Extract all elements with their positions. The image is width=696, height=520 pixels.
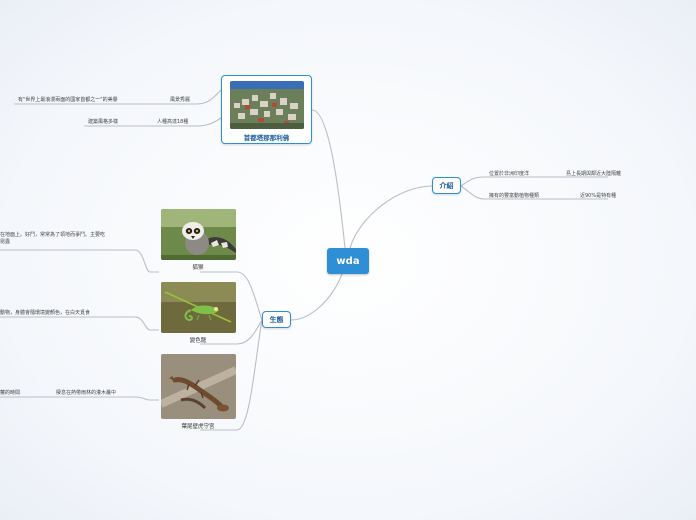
lemur-photo	[160, 209, 236, 260]
capital-city-photo	[229, 81, 304, 129]
central-topic-label: wda	[336, 255, 360, 267]
topic-capital-label: 首都塔那那利佛	[243, 134, 290, 142]
intro-item-location[interactable]: 位置於非洲印度洋	[489, 171, 530, 177]
lemur-caption: 狐猴	[192, 265, 204, 271]
gecko-photo	[160, 354, 236, 419]
topic-ecology-label: 生態	[269, 315, 284, 324]
topic-ecology[interactable]: 生態	[262, 311, 291, 328]
central-topic[interactable]: wda	[327, 248, 369, 274]
capital-item-romantic[interactable]: 有"世界上最浪漫兩面的國家首都之一"的美譽	[18, 97, 118, 103]
gecko-description[interactable]: 蘿的時間	[0, 390, 21, 396]
animal-chameleon[interactable]: 變色龍	[159, 282, 237, 344]
chameleon-caption: 變色龍	[189, 338, 207, 344]
gecko-caption: 葉尾壁虎守宮	[181, 424, 215, 430]
topic-intro[interactable]: 介紹	[432, 177, 461, 194]
capital-item-scenery[interactable]: 風景秀麗	[170, 97, 191, 103]
capital-item-architecture[interactable]: 建築風格多樣	[88, 119, 119, 125]
chameleon-description[interactable]: 動物，身體會隨環境變顏色，在白天覓食	[0, 310, 91, 316]
capital-item-ethnicity[interactable]: 人種高達18種	[157, 119, 189, 125]
intro-item-species-detail[interactable]: 近90%是特有種	[580, 193, 617, 199]
animal-lemur[interactable]: 狐猴	[159, 209, 237, 271]
lemur-description[interactable]: 在地面上。好鬥，常常為了領地而爭鬥。主要吃 昆蟲	[0, 232, 106, 245]
animal-gecko[interactable]: 葉尾壁虎守宮	[159, 354, 237, 430]
intro-item-species[interactable]: 擁有的豐富動植物種類	[489, 193, 540, 199]
chameleon-photo	[160, 282, 236, 333]
gecko-habitat[interactable]: 棲息在熱帶雨林的灌木叢中	[56, 390, 117, 396]
intro-item-location-detail[interactable]: 島上長期與鄰近大陸隔離	[566, 171, 622, 177]
topic-capital[interactable]: 首都塔那那利佛	[221, 75, 312, 144]
topic-intro-label: 介紹	[439, 181, 454, 190]
